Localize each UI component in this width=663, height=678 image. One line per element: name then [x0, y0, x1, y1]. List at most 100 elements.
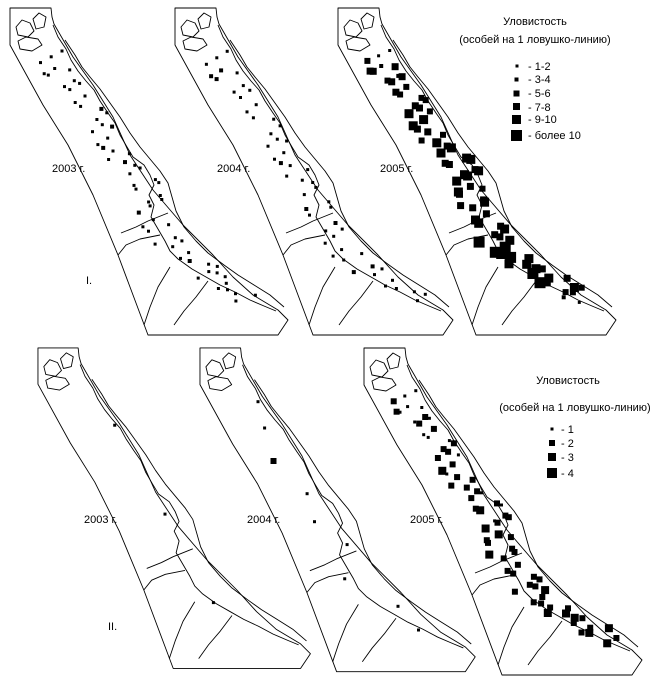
catch-marker [153, 178, 157, 182]
catch-marker [223, 275, 227, 279]
map-outline [174, 7, 454, 336]
catch-marker [234, 299, 238, 303]
catch-marker [414, 389, 418, 393]
catch-marker [239, 96, 242, 99]
coastline-inner [392, 39, 613, 308]
river [168, 601, 196, 659]
catch-marker [418, 137, 425, 144]
catch-marker [211, 601, 215, 605]
lake [222, 352, 237, 370]
catch-marker [532, 583, 539, 590]
lake [205, 359, 225, 378]
lake [182, 36, 208, 52]
catch-marker [544, 273, 554, 283]
catch-marker [254, 103, 258, 107]
catch-marker [456, 453, 460, 457]
catch-marker [411, 102, 419, 110]
catch-marker [72, 79, 76, 83]
catch-marker [522, 259, 532, 269]
catch-marker [96, 143, 100, 147]
catch-marker [446, 143, 456, 153]
catch-marker [480, 197, 490, 207]
map-panel-2 [174, 7, 454, 336]
catch-marker [603, 639, 612, 648]
coastline [380, 24, 605, 312]
catch-marker [440, 131, 446, 138]
map-panel-5 [199, 347, 476, 673]
catch-marker [452, 176, 462, 186]
catch-marker [215, 271, 219, 275]
lake [60, 352, 74, 369]
catch-marker [272, 117, 276, 121]
catch-marker [391, 63, 399, 71]
catch-marker [563, 274, 571, 282]
map-panel-1 [9, 7, 289, 336]
catch-marker [270, 458, 277, 464]
catch-marker [331, 254, 335, 258]
catch-marker [474, 166, 484, 176]
catch-marker [502, 512, 509, 519]
catch-marker [323, 241, 327, 245]
catch-marker [530, 573, 537, 580]
catch-marker [505, 251, 517, 263]
river [471, 574, 515, 596]
catch-marker [235, 71, 239, 75]
river [474, 552, 523, 574]
catch-marker [147, 200, 151, 204]
catch-marker [396, 604, 400, 608]
catch-marker [494, 530, 503, 539]
river [198, 615, 233, 659]
catch-marker [158, 194, 162, 197]
catch-marker [63, 85, 66, 89]
river [117, 234, 161, 256]
catch-marker [384, 284, 387, 288]
catch-marker [494, 519, 501, 526]
catch-marker [187, 259, 192, 263]
catch-marker [604, 624, 613, 633]
catch-marker [83, 94, 87, 98]
catch-marker [390, 398, 397, 405]
catch-marker [413, 125, 421, 133]
catch-marker [445, 161, 453, 168]
catch-marker [418, 94, 425, 101]
catch-marker [327, 200, 331, 204]
catch-marker [538, 600, 545, 607]
catch-marker [424, 128, 432, 136]
catch-marker [171, 245, 175, 249]
catch-marker [110, 124, 115, 129]
river [501, 280, 537, 326]
catch-marker [441, 159, 449, 167]
catch-marker [370, 264, 375, 269]
catch-marker [128, 172, 132, 176]
catch-marker [78, 81, 82, 85]
year-label-2003-top: 2003 г. [52, 163, 85, 175]
catch-marker [49, 55, 53, 59]
catch-marker [406, 405, 410, 409]
catch-marker [253, 293, 257, 297]
catch-marker [416, 420, 423, 427]
catch-marker [422, 433, 426, 437]
catch-marker [288, 164, 292, 168]
river [143, 266, 171, 326]
catch-marker [505, 235, 515, 245]
catch-marker [245, 110, 249, 114]
catch-marker [106, 136, 110, 140]
legend-bottom-marker-2 [549, 440, 555, 446]
catch-marker [434, 455, 441, 461]
catch-marker [398, 410, 402, 414]
map-outline [9, 7, 289, 336]
catch-marker [340, 227, 344, 231]
catch-marker [127, 152, 131, 156]
catch-marker [413, 420, 417, 424]
catch-marker [226, 288, 229, 292]
catch-marker [445, 448, 452, 455]
year-label-2005-bottom: 2005 г. [410, 514, 443, 526]
year-label-2004-bottom: 2004 г. [247, 514, 280, 526]
catch-marker [472, 505, 479, 512]
catch-marker [285, 174, 289, 178]
catch-marker [417, 628, 420, 632]
catch-marker [509, 545, 516, 552]
catch-marker [398, 73, 406, 81]
catch-marker [79, 104, 83, 108]
river [146, 548, 193, 569]
